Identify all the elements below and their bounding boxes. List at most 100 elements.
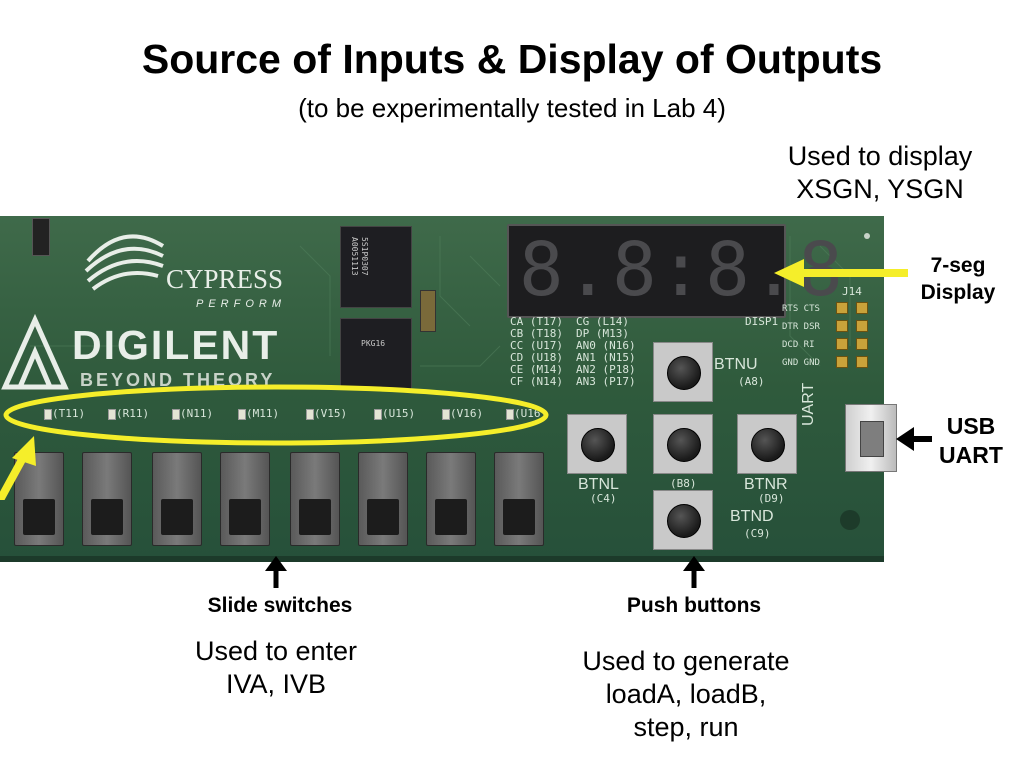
slide-switch-2[interactable] [358,452,408,546]
display-note-line2: XSGN, YSGN [796,174,964,204]
header-label-dcd: DCD RI [782,340,815,350]
switch-knob [435,499,467,535]
arrow-to-switches-icon [0,436,36,500]
push-button-right[interactable] [737,414,797,474]
btnl-label: BTNL [578,476,619,493]
led-label-1: (R11) [116,407,150,420]
button-cap [667,428,701,462]
digilent-triangle-icon [1,313,69,390]
display-note: Used to display XSGN, YSGN [750,140,1010,206]
switch-knob [23,499,55,535]
led-label-2: (N11) [180,407,214,420]
generate-note-line3: step, run [633,712,739,742]
seven-seg-display: 8.8:8.8 [507,224,845,318]
arrow-to-usb-icon [896,427,932,451]
push-button-center[interactable] [653,414,713,474]
header-pin [836,302,848,314]
enter-note-line2: IVA, IVB [225,669,327,699]
switch-knob [161,499,193,535]
push-buttons-callout: Push buttons [626,594,762,617]
usb-callout: USB UART [928,412,1014,470]
btnr-pin: (D9) [758,492,785,505]
seven-seg-digits: 8.8:8.8 [519,227,845,313]
header-pin [856,320,868,332]
generate-note-line2: loadA, loadB, [605,679,767,709]
cypress-logo-text: CYPRESS [166,264,284,294]
button-cap [667,504,701,538]
seg-pin-col2: CG (L14) DP (M13) AN0 (N16) AN1 (N15) AN… [576,316,636,388]
seg-pin-cf: CF (N14) [510,375,563,388]
btnc-pin: (B8) [670,477,697,490]
header-label-dtr: DTR DSR [782,322,820,332]
seg-pin-cd: CD (U18) [510,351,563,364]
switch-knob [367,499,399,535]
header-pin [836,320,848,332]
btnu-pin: (A8) [738,375,765,388]
seg-pin-an0: AN0 (N16) [576,339,636,352]
chip-top-marking: 5S1P0307 A0051113 [350,237,369,276]
slide-switch-5[interactable] [152,452,202,546]
seg-pin-cb: CB (T18) [510,327,563,340]
seg-pin-an2: AN2 (P18) [576,363,636,376]
seg-pin-an3: AN3 (P17) [576,375,636,388]
switch-knob [229,499,261,535]
seg-pin-ce: CE (M14) [510,363,563,376]
slide-switch-0[interactable] [494,452,544,546]
led-highlight-ellipse [3,384,549,446]
j5-header [32,218,50,256]
led-label-0: (T11) [52,407,86,420]
button-cap [667,356,701,390]
cypress-logo-icon [84,234,165,291]
arrow-up-buttons-icon [683,556,705,588]
j14-label: J14 [842,285,862,298]
arrow-to-display-icon [774,259,908,287]
led-1 [108,409,116,420]
seven-seg-callout-line1: 7-seg [930,254,986,277]
generate-note: Used to generate loadA, loadB, step, run [536,645,836,744]
btnu-label: BTNU [714,356,758,373]
button-cap [751,428,785,462]
arrow-up-switches-icon [265,556,287,588]
led-label-4: (V15) [314,407,348,420]
header-labels: RTS CTS DTR DSR DCD RI GND GND [782,300,820,372]
led-label-6: (V16) [450,407,484,420]
slide-switch-1[interactable] [426,452,476,546]
slide-switch-6[interactable] [82,452,132,546]
slide-switch-7[interactable] [14,452,64,546]
slide-switches-callout: Slide switches [207,594,353,617]
uart-label: UART [800,382,817,426]
board-edge [0,556,884,562]
usb-port [860,421,884,457]
digilent-logo-text: DIGILENT [72,322,280,368]
push-button-down[interactable] [653,490,713,550]
seg-pin-ca: CA (T17) [510,315,563,328]
header-pin [836,338,848,350]
btnd-pin: (C9) [744,527,771,540]
slide-switch-4[interactable] [220,452,270,546]
seven-seg-callout: 7-seg Display [906,252,1010,306]
header-pin [856,302,868,314]
slide-title: Source of Inputs & Display of Outputs [141,36,883,82]
seg-pin-col1: CA (T17) CB (T18) CC (U17) CD (U18) CE (… [510,316,563,388]
switch-knob [503,499,535,535]
seg-pin-dp: DP (M13) [576,327,629,340]
capacitor [420,290,436,332]
disp1-label: DISP1 [745,315,779,328]
led-6 [442,409,450,420]
btnd-label: BTND [730,508,774,525]
push-button-left[interactable] [567,414,627,474]
usb-connector[interactable] [845,404,897,472]
switch-knob [91,499,123,535]
display-note-line1: Used to display [787,141,973,171]
header-label-gnd: GND GND [782,358,820,368]
btnl-pin: (C4) [590,492,617,505]
seven-seg-callout-line2: Display [920,281,996,304]
led-0 [44,409,52,420]
slide-switch-3[interactable] [290,452,340,546]
enter-note-line1: Used to enter [194,636,358,666]
seg-pin-cg: CG (L14) [576,315,629,328]
usb-callout-line1: USB [946,413,996,439]
led-5 [374,409,382,420]
usb-callout-line2: UART [939,442,1003,468]
push-button-up[interactable] [653,342,713,402]
